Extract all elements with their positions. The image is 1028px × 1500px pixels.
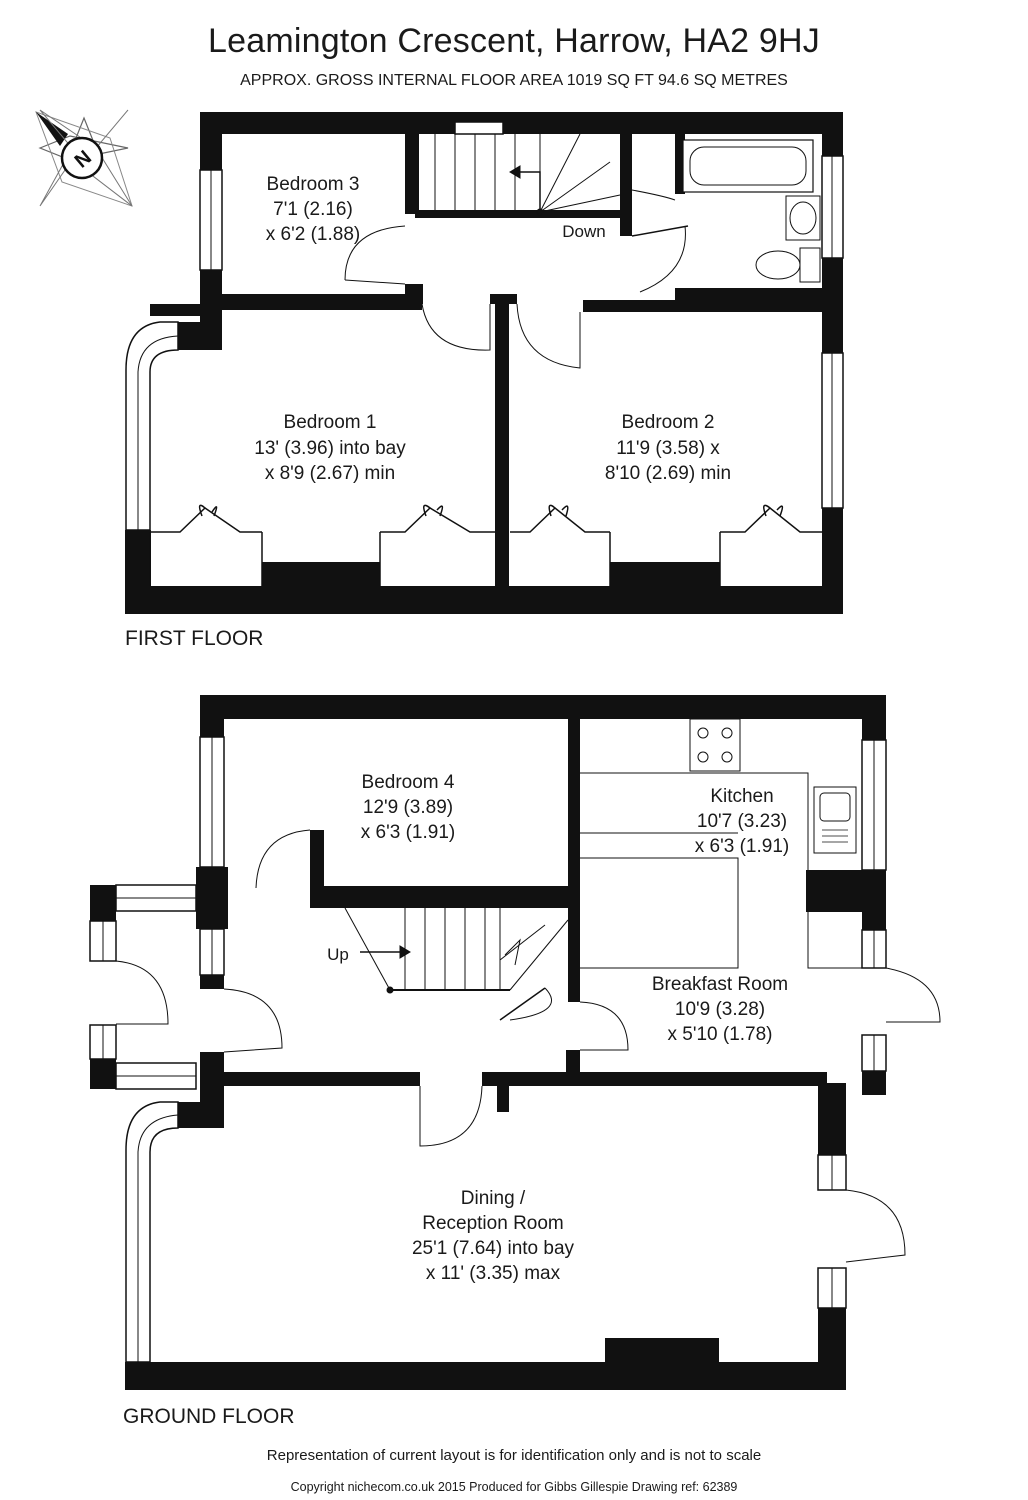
dining-room-dim2: x 11' (3.35) max: [426, 1263, 561, 1284]
dining-room-dim1: 25'1 (7.64) into bay: [412, 1238, 575, 1259]
copyright-text: Copyright nichecom.co.uk 2015 Produced f…: [290, 1480, 738, 1494]
bedroom1-dim1: 13' (3.96) into bay: [254, 438, 406, 459]
kitchen-dim1: 10'7 (3.23): [697, 811, 787, 832]
bedroom4-name: Bedroom 4: [362, 772, 455, 793]
stairs-down-label: Down: [562, 222, 605, 241]
bedroom1-name: Bedroom 1: [284, 412, 377, 433]
bedroom1-dim2: x 8'9 (2.67) min: [265, 463, 395, 484]
compass-rose-icon: N: [35, 109, 133, 207]
staircase-first-floor: [434, 133, 621, 216]
bedroom4-dim1: 12'9 (3.89): [363, 797, 453, 818]
bedroom3-dim2: x 6'2 (1.88): [266, 224, 360, 245]
staircase-ground-floor: [344, 907, 569, 994]
toilet-icon: [755, 247, 821, 283]
hob-icon: [689, 718, 741, 772]
sink-icon: [813, 786, 857, 854]
plan-title: Leamington Crescent, Harrow, HA2 9HJ: [208, 22, 820, 60]
dining-room-name: Dining /: [461, 1188, 526, 1209]
bath-icon: [682, 139, 814, 193]
wardrobes-first-floor: [149, 504, 822, 586]
kitchen-name: Kitchen: [710, 786, 773, 807]
first-floor-plan: Bedroom 3 7'1 (2.16) x 6'2 (1.88) Down B…: [125, 112, 844, 614]
disclaimer-text: Representation of current layout is for …: [266, 1447, 762, 1464]
bedroom2-name: Bedroom 2: [622, 412, 715, 433]
dining-room-name2: Reception Room: [422, 1213, 564, 1234]
kitchen-units: [580, 772, 862, 969]
floor-area-subtitle: APPROX. GROSS INTERNAL FLOOR AREA 1019 S…: [240, 72, 788, 89]
ground-floor-plan: Bedroom 4 12'9 (3.89) x 6'3 (1.91) Kitch…: [89, 695, 941, 1390]
breakfast-room-name: Breakfast Room: [652, 974, 788, 995]
breakfast-room-dim1: 10'9 (3.28): [675, 999, 765, 1020]
washbasin-icon: [785, 195, 821, 241]
bedroom3-name: Bedroom 3: [267, 174, 360, 195]
first-floor-label: FIRST FLOOR: [125, 627, 264, 650]
kitchen-dim2: x 6'3 (1.91): [695, 836, 789, 857]
stairs-up-label: Up: [327, 945, 349, 964]
ground-floor-label: GROUND FLOOR: [123, 1405, 295, 1428]
breakfast-room-dim2: x 5'10 (1.78): [667, 1024, 772, 1045]
bedroom4-dim2: x 6'3 (1.91): [361, 822, 455, 843]
bedroom2-dim1: 11'9 (3.58) x: [616, 438, 720, 459]
bedroom2-dim2: 8'10 (2.69) min: [605, 463, 731, 484]
bedroom3-dim1: 7'1 (2.16): [273, 199, 353, 220]
